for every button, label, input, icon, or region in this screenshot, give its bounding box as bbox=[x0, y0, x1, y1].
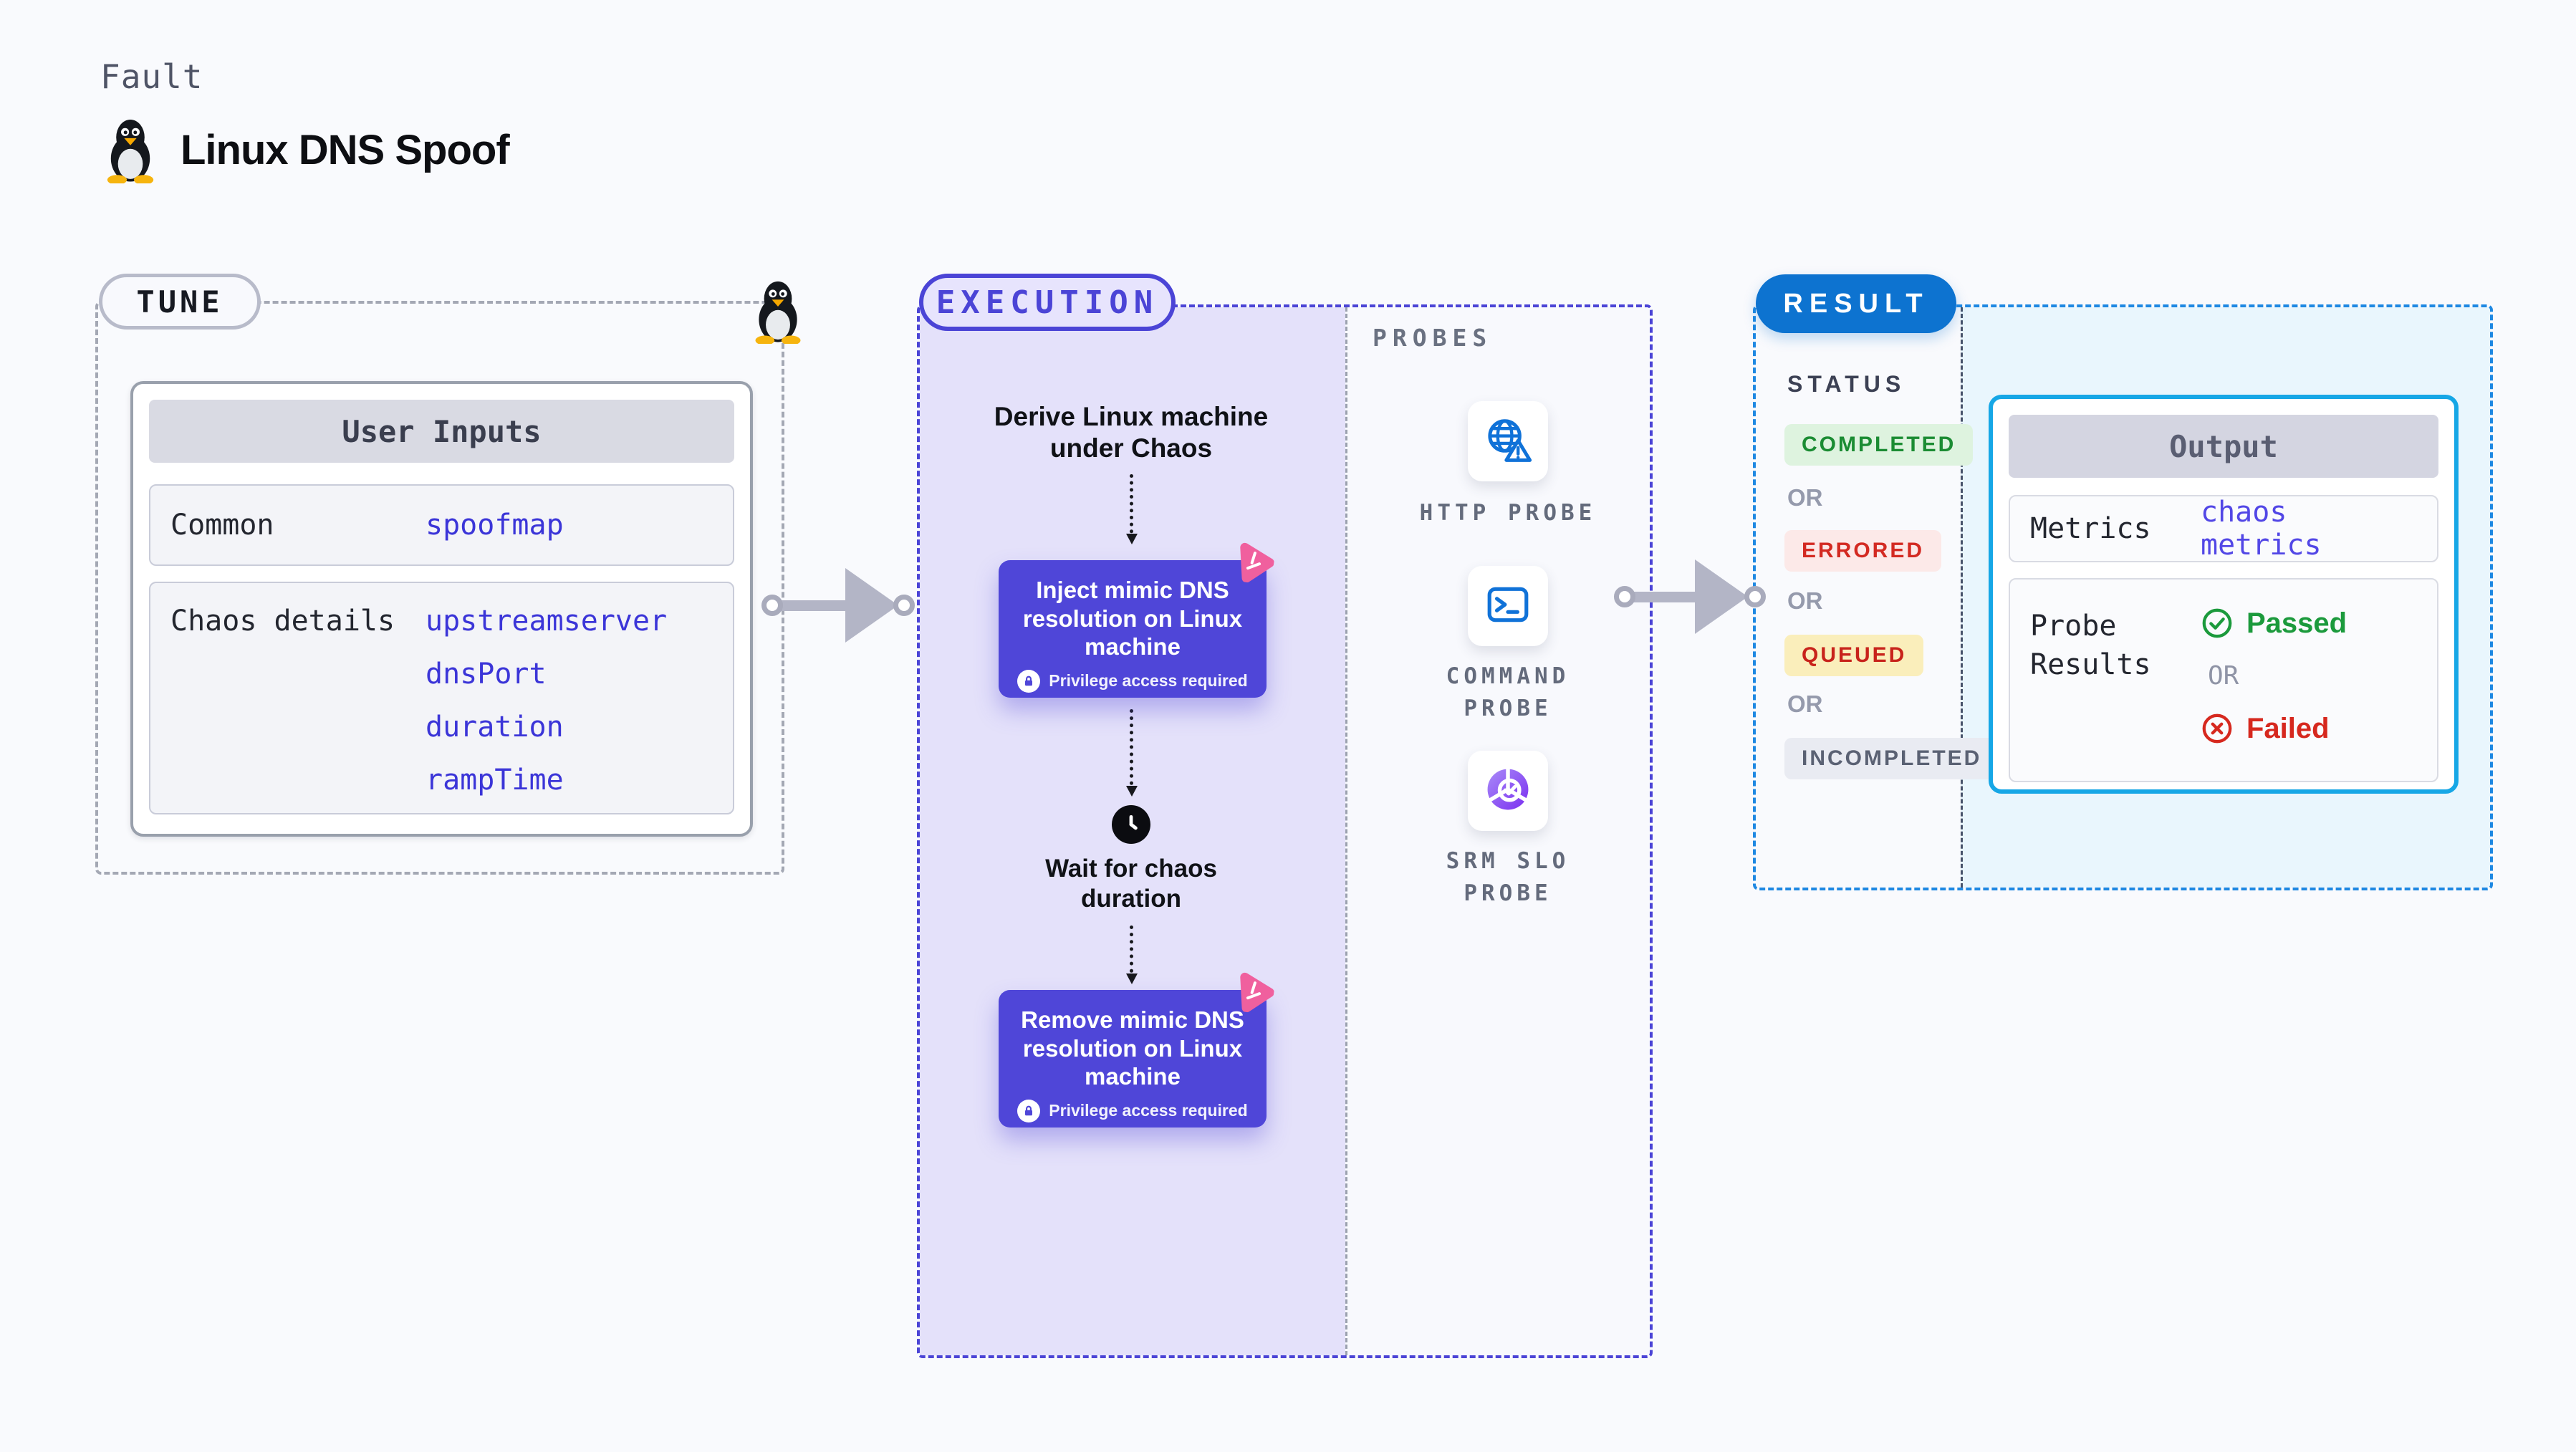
tux-penguin-icon bbox=[100, 116, 160, 183]
command-probe-icon bbox=[1484, 581, 1532, 632]
table-row: Common spoofmap bbox=[149, 484, 734, 566]
inject-chaos-node: Inject mimic DNS resolution on Linux mac… bbox=[999, 560, 1267, 698]
tux-penguin-corner-icon bbox=[749, 278, 807, 347]
inject-node-title: Inject mimic DNS resolution on Linux mac… bbox=[1022, 577, 1243, 660]
probes-label: PROBES bbox=[1373, 324, 1493, 352]
probe-label: SRM SLO PROBE bbox=[1446, 848, 1570, 906]
metrics-row: Metrics chaos metrics bbox=[2009, 495, 2438, 562]
title-row: Linux DNS Spoof bbox=[100, 116, 510, 183]
or-separator: OR bbox=[1787, 691, 1823, 717]
or-separator: OR bbox=[2208, 661, 2239, 691]
input-link[interactable]: dnsPort bbox=[426, 658, 547, 691]
passed-label: Passed bbox=[2246, 607, 2347, 639]
status-badge-queued: QUEUED bbox=[1784, 635, 1924, 676]
user-inputs-header: User Inputs bbox=[149, 400, 734, 463]
or-separator: OR bbox=[1787, 587, 1823, 614]
arrow-head bbox=[845, 568, 898, 643]
probe-results-label: Probe Results bbox=[2030, 610, 2151, 681]
result-badge: RESULT bbox=[1756, 274, 1956, 333]
input-link[interactable]: rampTime bbox=[426, 764, 564, 797]
wait-step-label: Wait for chaos duration bbox=[1045, 855, 1217, 913]
srm-slo-probe-icon bbox=[1483, 764, 1533, 818]
lock-icon bbox=[1017, 669, 1041, 693]
privilege-note: Privilege access required bbox=[1049, 1101, 1248, 1120]
remove-chaos-node: Remove mimic DNS resolution on Linux mac… bbox=[999, 990, 1267, 1128]
metrics-label: Metrics bbox=[2030, 512, 2151, 545]
failed-label: Failed bbox=[2246, 712, 2330, 744]
probe-label: COMMAND PROBE bbox=[1446, 663, 1570, 721]
status-badge-completed: COMPLETED bbox=[1784, 424, 1974, 466]
lock-icon bbox=[1017, 1099, 1041, 1122]
connector-circle bbox=[893, 595, 915, 616]
dotted-arrow-down bbox=[1126, 925, 1138, 984]
privilege-note: Privilege access required bbox=[1049, 671, 1248, 691]
litmus-chaos-icon bbox=[1231, 540, 1276, 585]
output-header: Output bbox=[2009, 415, 2438, 478]
tune-badge: TUNE bbox=[99, 274, 261, 330]
check-circle-icon bbox=[2201, 607, 2234, 640]
x-circle-icon bbox=[2201, 712, 2234, 745]
input-link[interactable]: upstreamserver bbox=[426, 605, 668, 638]
input-link[interactable]: spoofmap bbox=[426, 509, 564, 542]
fault-eyebrow-label: Fault bbox=[100, 57, 203, 96]
probe-card bbox=[1468, 566, 1548, 646]
probes-panel bbox=[1345, 307, 1650, 1355]
dotted-arrow-down bbox=[1126, 709, 1138, 797]
metrics-value-link[interactable]: chaos metrics bbox=[2201, 496, 2322, 562]
output-card: Output Metrics chaos metrics Probe Resul… bbox=[1989, 395, 2459, 794]
connector-circle bbox=[761, 595, 783, 616]
status-badge-errored: ERRORED bbox=[1784, 530, 1942, 572]
derive-step-label: Derive Linux machine under Chaos bbox=[994, 402, 1269, 463]
probe-results-row: Probe Results Passed OR bbox=[2009, 578, 2438, 782]
status-badge-incompleted: INCOMPLETED bbox=[1784, 738, 1999, 779]
status-label: STATUS bbox=[1787, 371, 1906, 397]
probe-label: HTTP PROBE bbox=[1419, 500, 1597, 526]
page-title: Linux DNS Spoof bbox=[181, 126, 510, 173]
clock-icon bbox=[1112, 805, 1150, 844]
dotted-arrow-down bbox=[1126, 474, 1138, 544]
table-row: Chaos details upstreamserver dnsPort dur… bbox=[149, 582, 734, 814]
probe-card bbox=[1468, 401, 1548, 481]
probe-card bbox=[1468, 751, 1548, 831]
user-inputs-card: User Inputs Common spoofmap Chaos detail… bbox=[130, 381, 753, 837]
execution-badge: EXECUTION bbox=[919, 274, 1176, 331]
arrow-shaft bbox=[1633, 592, 1696, 602]
input-link[interactable]: duration bbox=[426, 711, 564, 744]
row-label: Chaos details bbox=[170, 605, 395, 638]
or-separator: OR bbox=[1787, 484, 1823, 511]
http-probe-icon bbox=[1483, 415, 1533, 468]
connector-circle bbox=[1744, 586, 1766, 607]
tune-section-box bbox=[95, 301, 784, 875]
connector-circle bbox=[1614, 586, 1635, 607]
arrow-shaft bbox=[781, 600, 847, 611]
litmus-chaos-icon bbox=[1231, 970, 1276, 1015]
arrow-head bbox=[1695, 559, 1748, 634]
remove-node-title: Remove mimic DNS resolution on Linux mac… bbox=[1021, 1006, 1244, 1090]
row-label: Common bbox=[170, 509, 274, 542]
